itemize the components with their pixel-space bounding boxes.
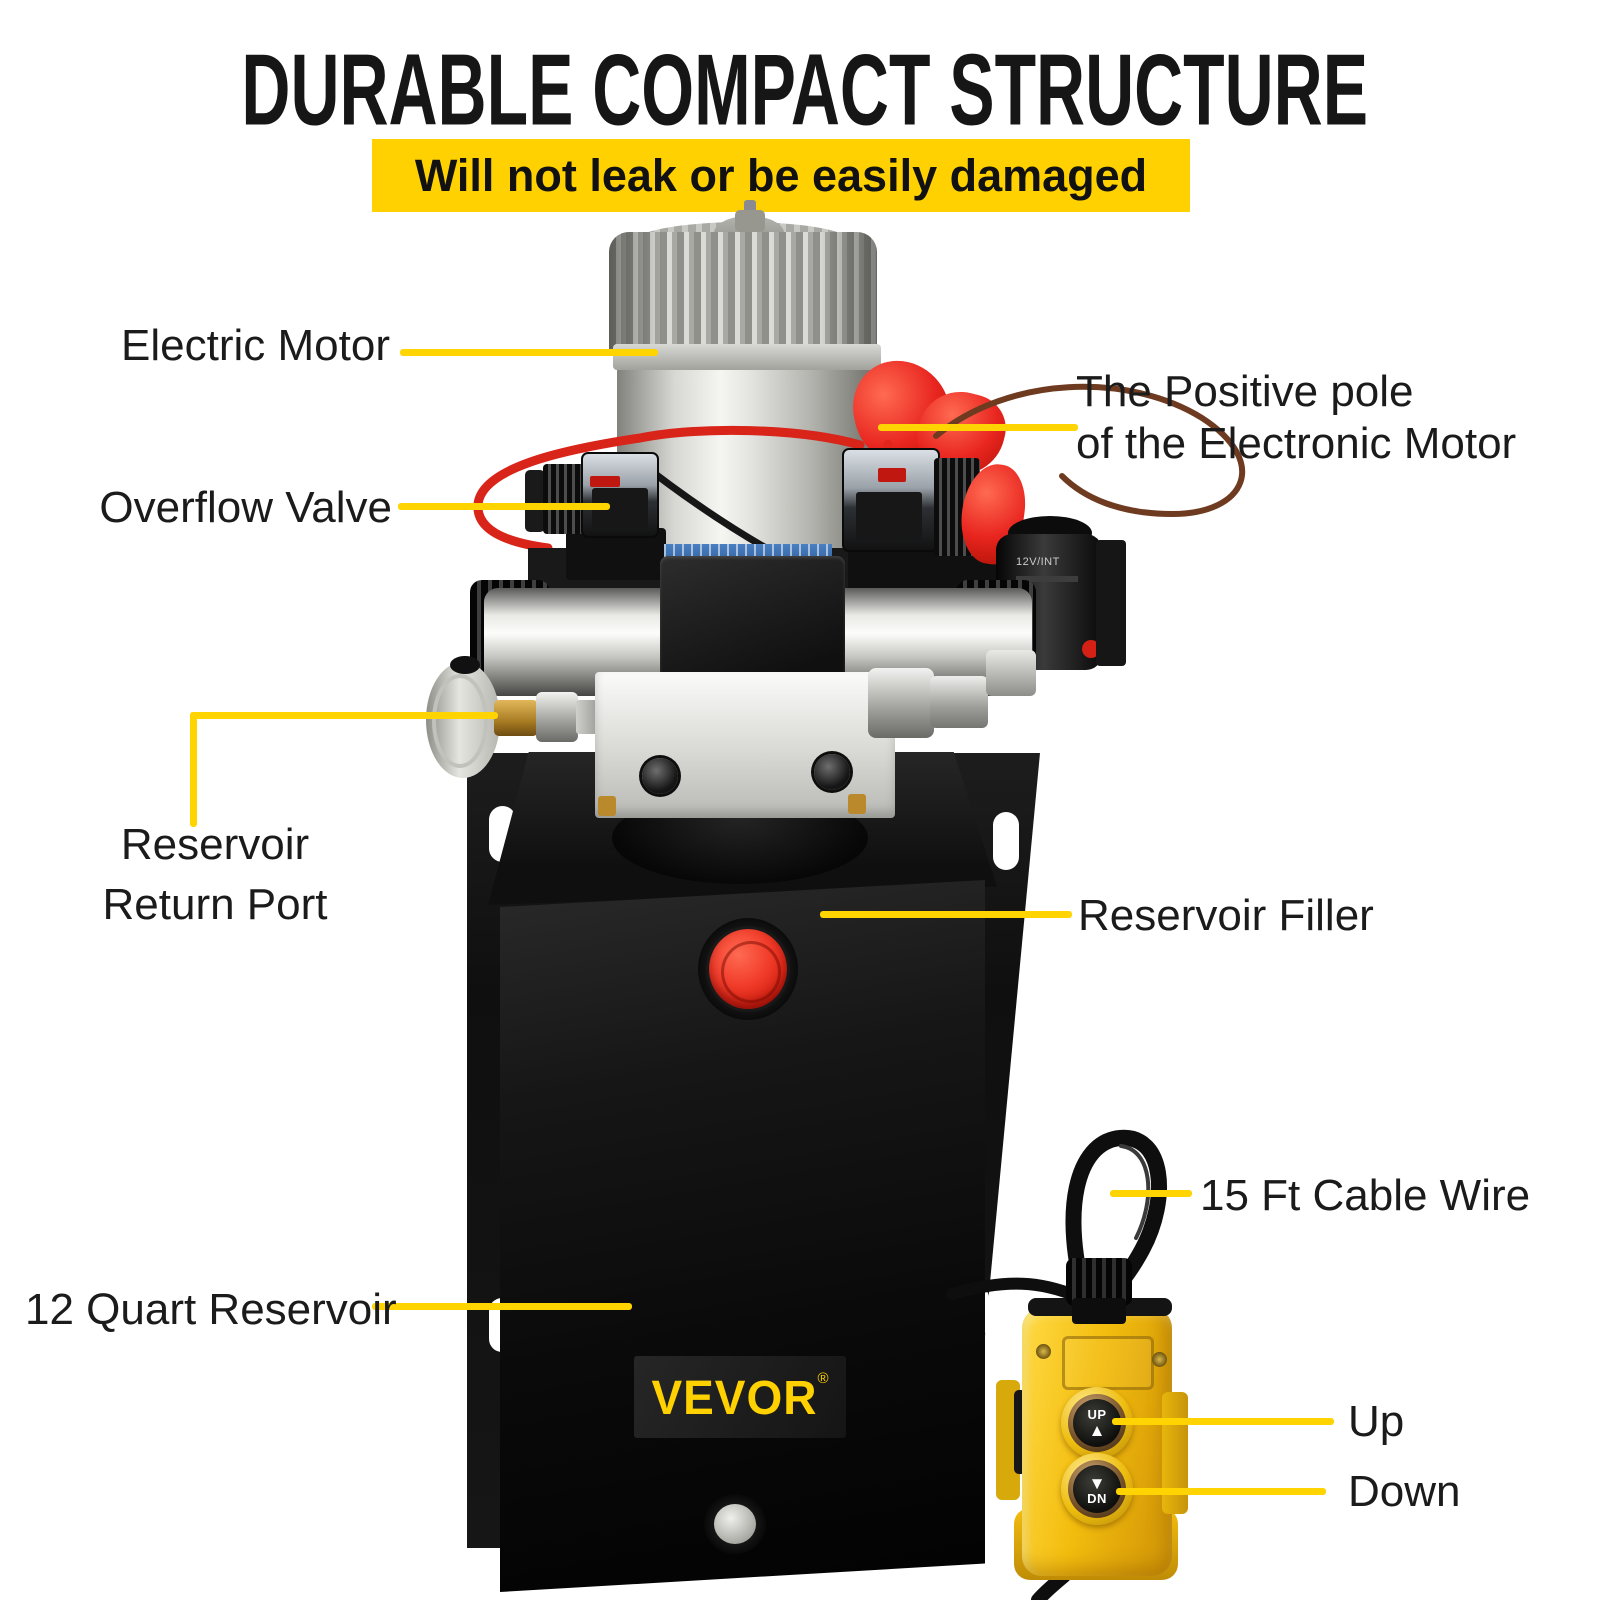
brass-plug xyxy=(848,794,866,814)
callout-text: Return Port xyxy=(102,879,328,929)
callout-label-positive-pole: The Positive pole of the Electronic Moto… xyxy=(1076,366,1516,470)
brand-logo: VEVOR xyxy=(651,1369,818,1425)
page-title: DURABLE COMPACT STRUCTURE xyxy=(0,32,1600,147)
callout-line-electric-motor xyxy=(400,349,658,356)
callout-line-reservoir-filler xyxy=(820,911,1072,918)
callout-text: The Positive pole xyxy=(1076,367,1414,416)
callout-line-positive-pole xyxy=(878,424,1078,431)
up-button-label: UP xyxy=(1087,1406,1107,1422)
callout-text: Down xyxy=(1348,1467,1461,1516)
callout-text: Reservoir xyxy=(120,820,310,869)
callout-line-up xyxy=(1112,1418,1334,1425)
page-title-text: DURABLE COMPACT STRUCTURE xyxy=(241,32,1368,147)
manifold-block xyxy=(595,672,895,818)
brass-fitting xyxy=(494,700,538,736)
pendant-screw xyxy=(1036,1344,1051,1359)
down-arrow-icon: ▼ xyxy=(1088,1473,1106,1493)
manifold-screw xyxy=(642,758,678,794)
callout-text: 12 Quart Reservoir xyxy=(25,1285,397,1334)
callout-line-reservoir xyxy=(372,1303,632,1310)
motor-band xyxy=(613,344,881,370)
compression-nut xyxy=(536,692,578,742)
callout-label-overflow-valve: Overflow Valve xyxy=(70,482,392,534)
brand-plate: VEVOR® xyxy=(634,1356,846,1438)
motor-top-nut xyxy=(735,210,765,232)
subtitle-banner: Will not leak or be easily damaged xyxy=(372,139,1190,212)
pendant-wing-right xyxy=(1162,1392,1188,1514)
right-solenoid-core xyxy=(856,492,922,540)
start-solenoid-terminal xyxy=(1082,640,1100,658)
port-fitting xyxy=(868,668,934,738)
brass-plug xyxy=(598,796,616,816)
callout-line-cable-wire xyxy=(1110,1190,1192,1197)
callout-label-electric-motor: Electric Motor xyxy=(88,320,390,372)
bracket-hole xyxy=(993,812,1019,870)
solenoid-bracket xyxy=(1096,540,1126,666)
callout-text: of the Electronic Motor xyxy=(1076,418,1517,468)
pressure-gauge-valve-knob xyxy=(450,656,480,674)
callout-text: Up xyxy=(1348,1397,1405,1446)
callout-label-up: Up xyxy=(1348,1396,1404,1448)
subtitle-text: Will not leak or be easily damaged xyxy=(414,149,1148,201)
down-button-label: DN xyxy=(1087,1490,1107,1506)
callout-line-overflow-valve xyxy=(398,503,610,510)
up-arrow-icon: ▲ xyxy=(1088,1420,1106,1440)
filler-cap-rim xyxy=(721,941,781,1003)
callout-text: Electric Motor xyxy=(121,321,390,370)
callout-text: 15 Ft Cable Wire xyxy=(1200,1171,1531,1220)
brand-reg-mark: ® xyxy=(817,1370,829,1387)
drain-plug xyxy=(714,1504,756,1544)
callout-label-down: Down xyxy=(1348,1466,1461,1518)
port-bolt xyxy=(986,650,1036,696)
callout-line-down xyxy=(1116,1488,1326,1495)
callout-label-reservoir: 12 Quart Reservoir xyxy=(25,1284,397,1336)
manifold-screw xyxy=(814,754,850,790)
callout-line-return-port-v xyxy=(190,712,197,827)
down-button-face: ▼ DN xyxy=(1073,1465,1121,1513)
callout-label-cable-wire: 15 Ft Cable Wire xyxy=(1200,1170,1530,1222)
overflow-valve-terminal xyxy=(590,476,620,487)
overflow-valve-endcap xyxy=(525,470,545,532)
right-solenoid-terminal xyxy=(878,468,906,482)
pressure-gauge xyxy=(426,662,500,778)
callout-label-return-port: Reservoir Return Port xyxy=(100,815,330,935)
pressure-gauge-face xyxy=(432,674,488,768)
cable-gland-hex xyxy=(1072,1298,1126,1324)
motor-fin-shade xyxy=(609,232,877,356)
callout-label-reservoir-filler: Reservoir Filler xyxy=(1078,890,1374,942)
start-solenoid-label-bar xyxy=(1016,576,1078,582)
callout-line-return-port-h xyxy=(190,712,498,719)
pendant-panel xyxy=(1062,1336,1154,1390)
pendant-screw xyxy=(1152,1352,1167,1367)
callout-text: Reservoir Filler xyxy=(1078,891,1374,940)
callout-text: Overflow Valve xyxy=(99,483,392,532)
start-solenoid-label: 12V/INT xyxy=(1016,556,1060,568)
port-fitting-nut xyxy=(930,676,988,728)
